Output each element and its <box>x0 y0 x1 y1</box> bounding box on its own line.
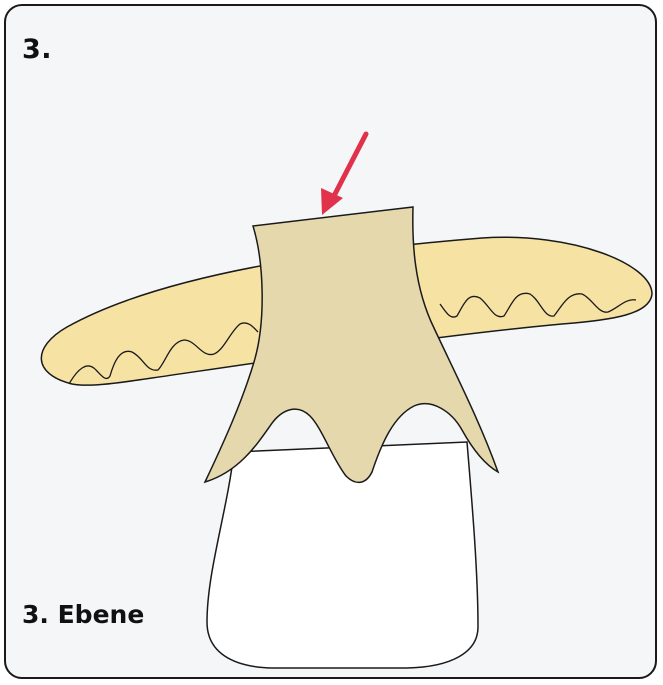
white-stem-shape <box>207 442 478 668</box>
illustration-panel: 3. 3. Ebene <box>4 4 657 679</box>
layer-caption: 3. Ebene <box>22 600 144 629</box>
arrow-down-left-icon <box>321 134 366 215</box>
layered-shape-illustration <box>6 6 657 679</box>
step-number: 3. <box>22 34 52 65</box>
